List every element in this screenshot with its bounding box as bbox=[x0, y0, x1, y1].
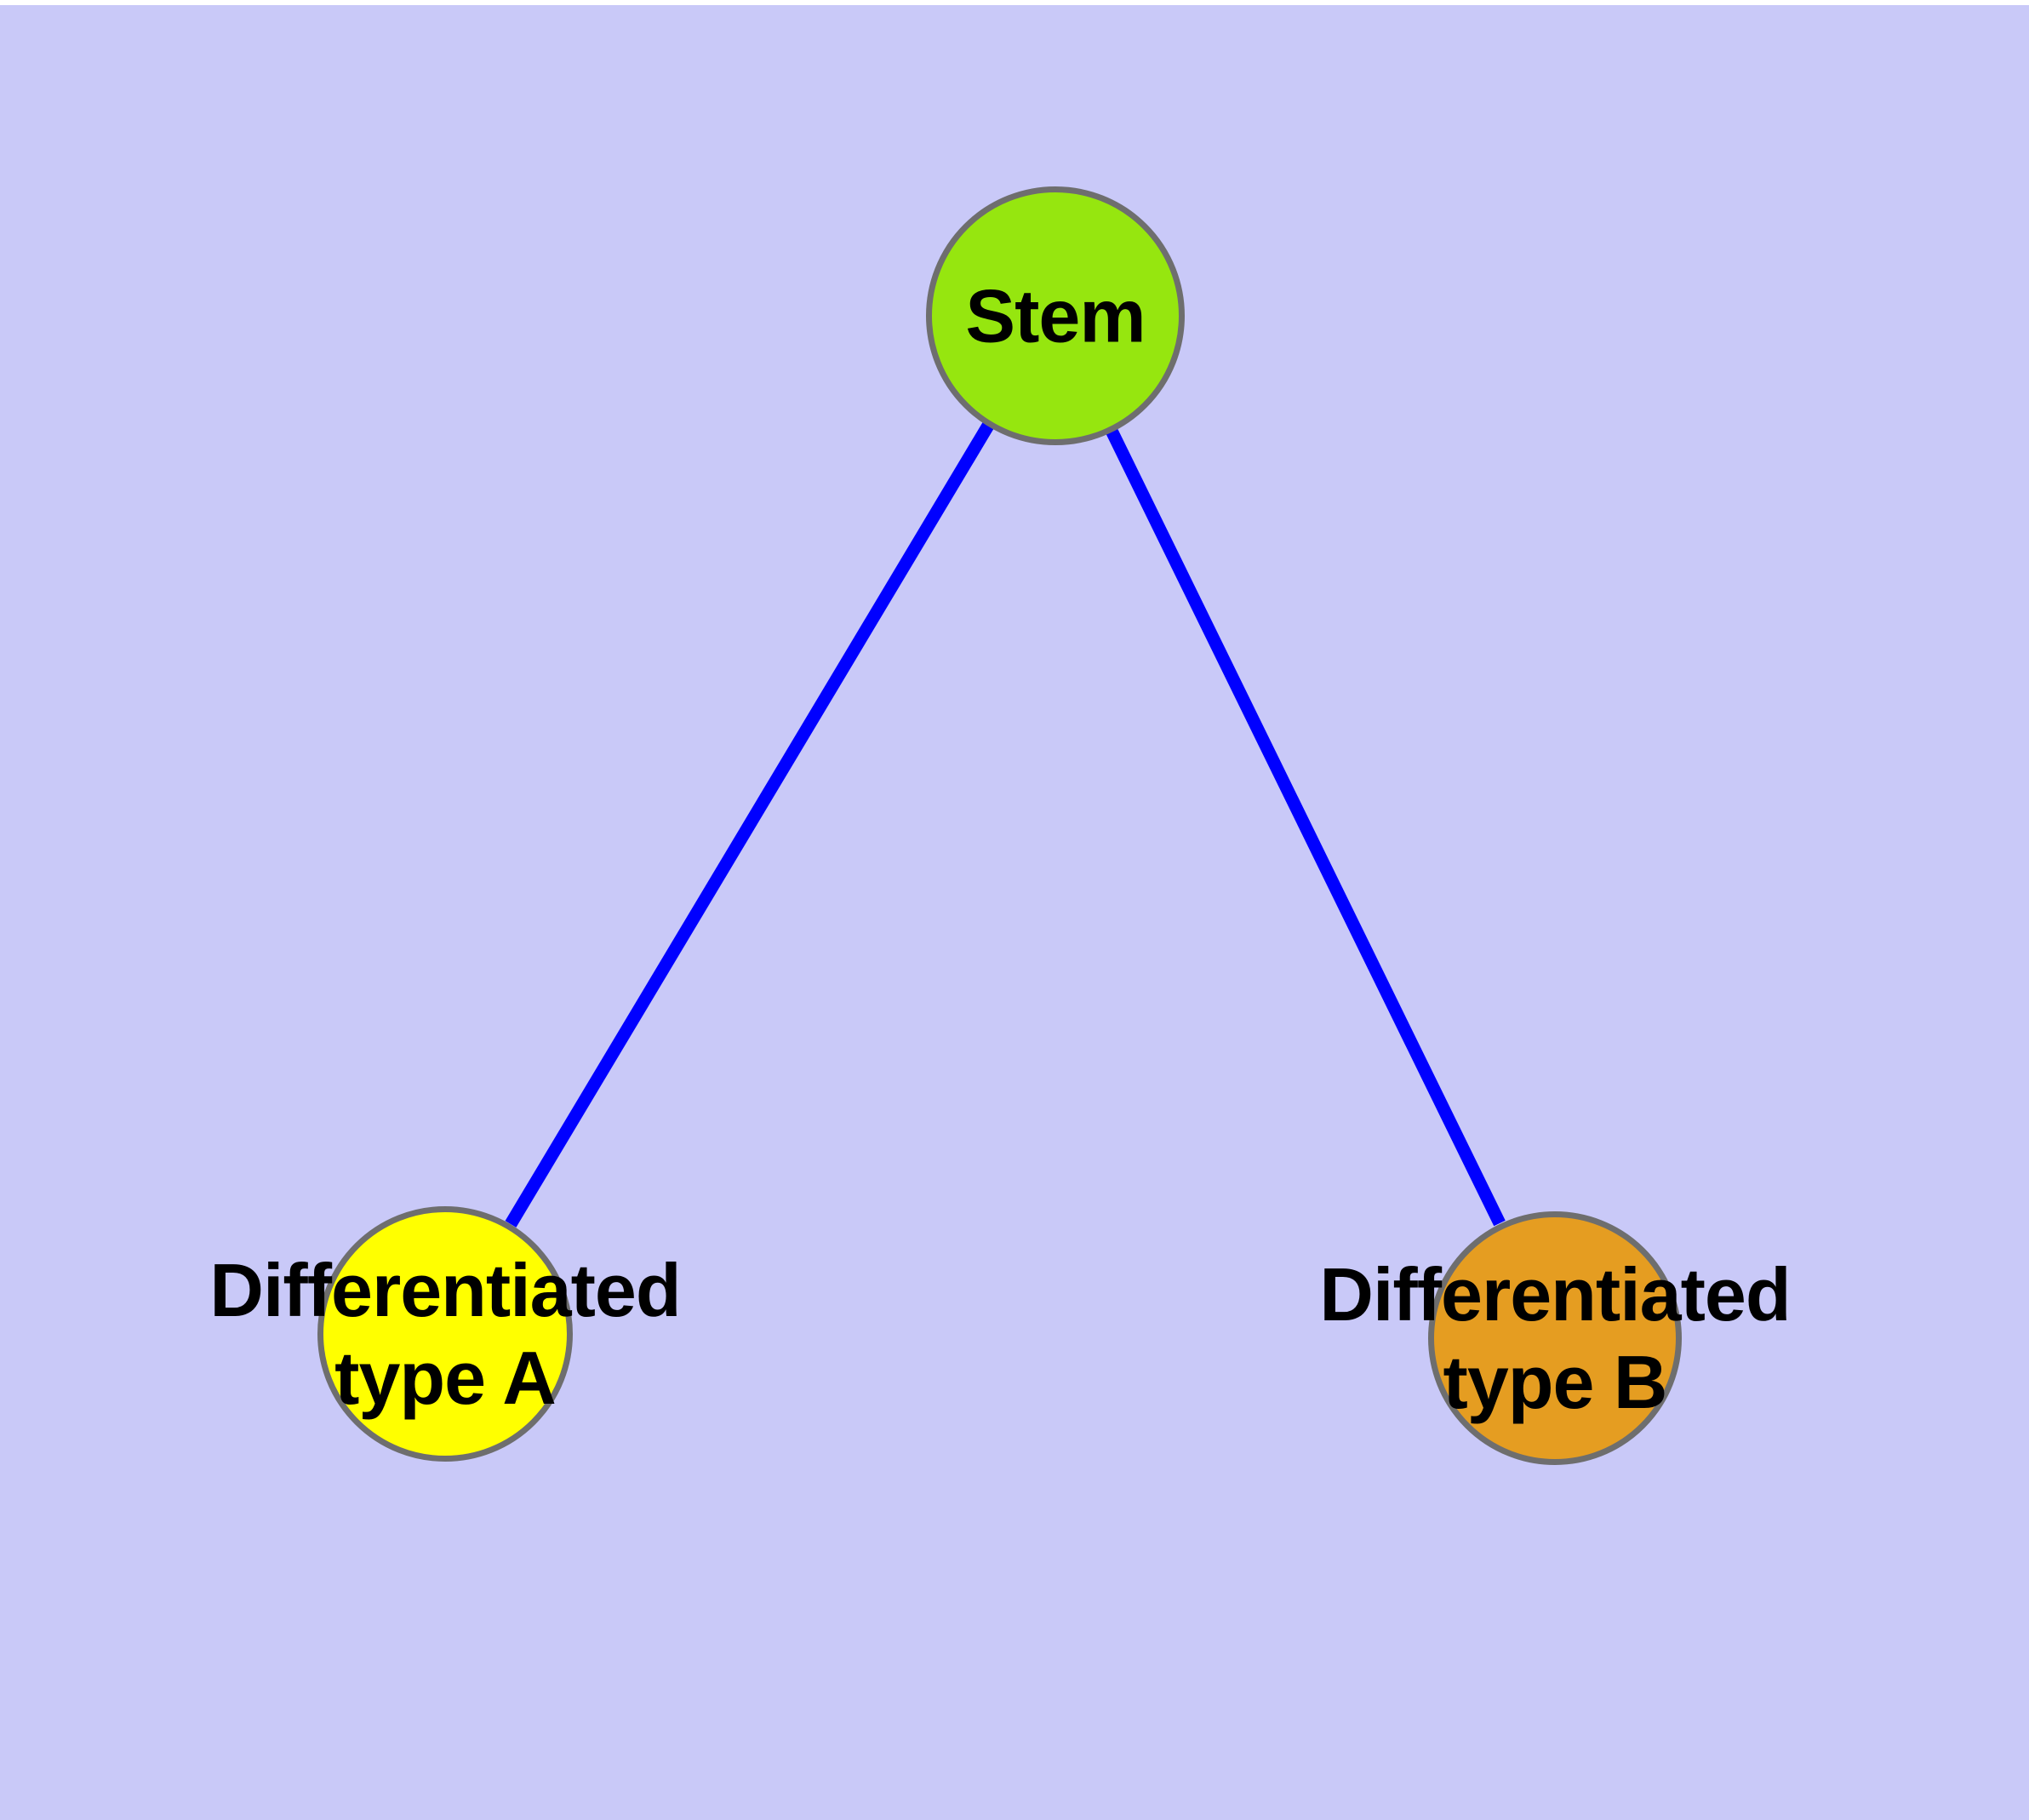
node-stem-circle bbox=[926, 186, 1185, 445]
node-differentiated-type-b-label: Differentiated type B bbox=[1319, 1252, 1791, 1424]
edge-stem-to-type-b bbox=[1106, 427, 1506, 1227]
node-differentiated-type-b-circle bbox=[1428, 1211, 1682, 1465]
node-differentiated-type-a-circle bbox=[317, 1206, 573, 1462]
node-differentiated-type-b: Differentiated type B bbox=[1319, 1211, 1792, 1465]
node-stem-label: Stem bbox=[965, 273, 1146, 358]
edge-stem-to-type-a bbox=[505, 422, 994, 1228]
node-differentiated-type-a: Differentiated type A bbox=[209, 1206, 682, 1462]
node-stem: Stem bbox=[926, 186, 1185, 445]
node-differentiated-type-a-label: Differentiated type A bbox=[209, 1248, 681, 1420]
canvas-top-margin bbox=[0, 0, 2029, 5]
